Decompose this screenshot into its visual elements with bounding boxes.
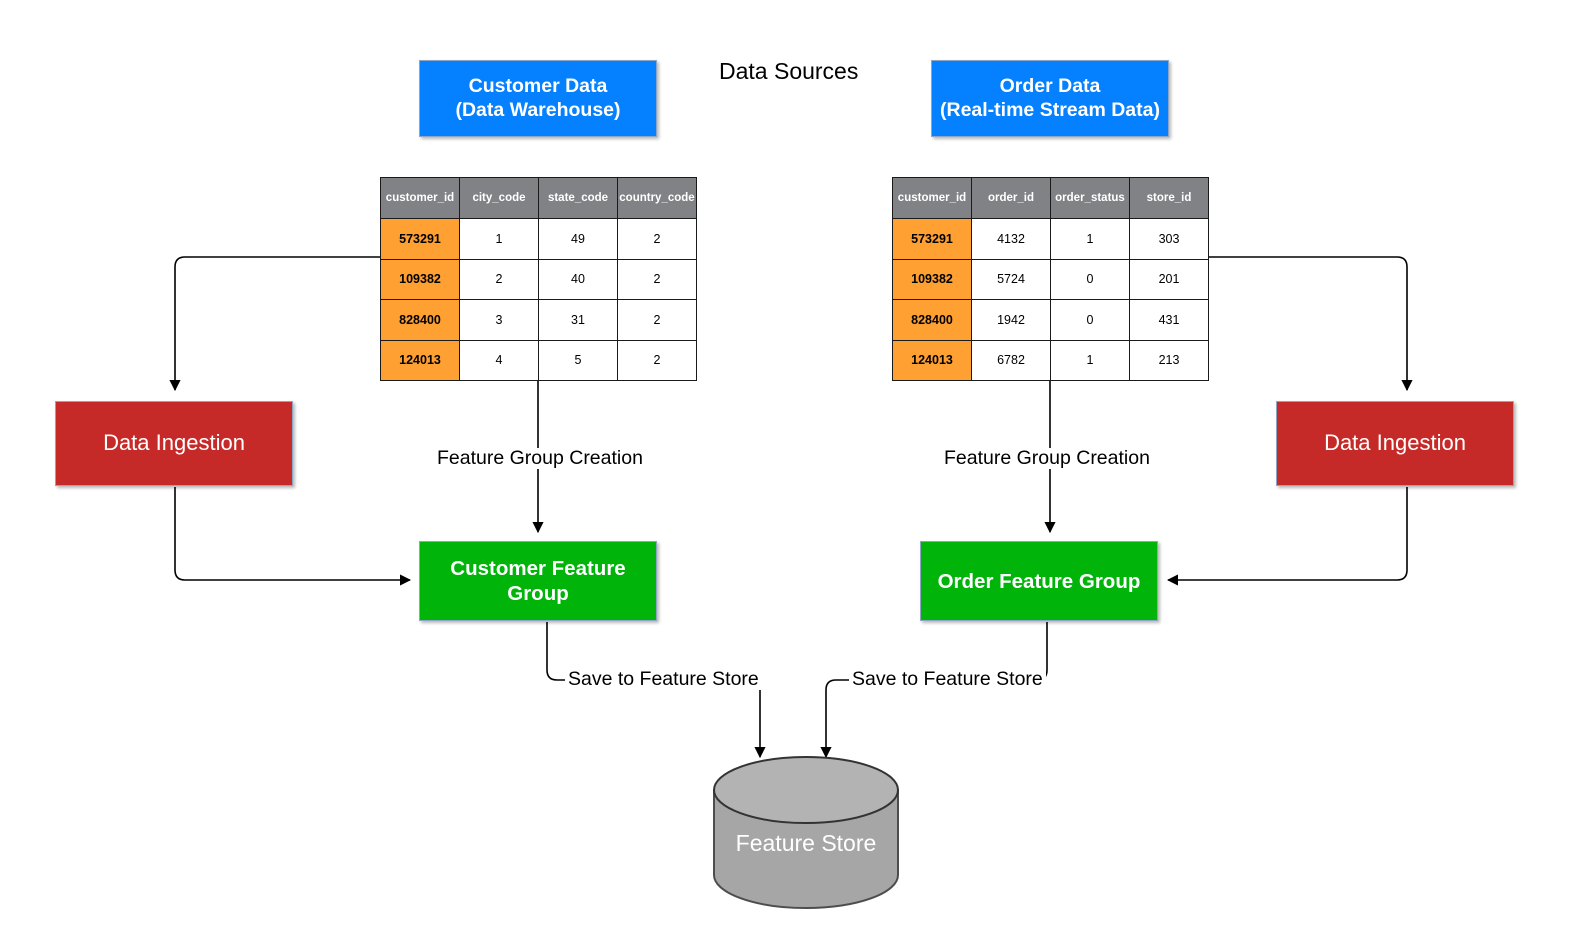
customer-feature-group[interactable]: Customer Feature Group: [419, 541, 657, 621]
order-table-cell-3-2: 1: [1050, 339, 1130, 381]
data-ingestion-right[interactable]: Data Ingestion: [1276, 401, 1514, 486]
table-row: 124013 4 5 2: [380, 339, 697, 381]
table-row: 828400 3 31 2: [380, 299, 697, 341]
order-table-col-1: order_id: [971, 177, 1051, 219]
table-row: 828400 1942 0 431: [892, 299, 1209, 341]
customer-table-col-1: city_code: [459, 177, 539, 219]
edge-customer-table-to-ingestion-left: [169, 256, 380, 392]
data-ingestion-left-label: Data Ingestion: [103, 430, 245, 456]
customer-table-cell-3-3: 2: [617, 339, 697, 381]
table-row: 109382 2 40 2: [380, 258, 697, 300]
customer-table-header-row: customer_id city_code state_code country…: [380, 177, 697, 219]
customer-table-cell-3-1: 4: [459, 339, 539, 381]
order-table-cell-0-2: 1: [1050, 218, 1130, 260]
edge-ingestion-right-to-order-fg: [1166, 487, 1408, 586]
customer-table-cell-0-1: 1: [459, 218, 539, 260]
order-table-cell-0-3: 303: [1129, 218, 1209, 260]
table-row: 124013 6782 1 213: [892, 339, 1209, 381]
customer-table-cell-0-0: 573291: [380, 218, 460, 260]
order-table-cell-3-3: 213: [1129, 339, 1209, 381]
customer-table-col-0: customer_id: [380, 177, 460, 219]
customer-table-col-3: country_code: [617, 177, 697, 219]
customer-table-col-2: state_code: [538, 177, 618, 219]
order-table-cell-1-1: 5724: [971, 258, 1051, 300]
customer-table-cell-1-2: 40: [538, 258, 618, 300]
edge-order-table-to-ingestion-right: [1208, 256, 1413, 392]
order-feature-group[interactable]: Order Feature Group: [920, 541, 1158, 621]
customer-table-cell-1-3: 2: [617, 258, 697, 300]
customer-table-cell-1-0: 109382: [380, 258, 460, 300]
order-table-cell-3-0: 124013: [892, 339, 972, 381]
order-table-header-row: customer_id order_id order_status store_…: [892, 177, 1209, 219]
customer-table-cell-0-3: 2: [617, 218, 697, 260]
order-table-cell-2-3: 431: [1129, 299, 1209, 341]
customer-table-cell-3-2: 5: [538, 339, 618, 381]
edge-label-feature-group-creation-right: Feature Group Creation: [941, 447, 1153, 470]
customer-table-cell-2-3: 2: [617, 299, 697, 341]
customer-data-source[interactable]: Customer Data (Data Warehouse): [419, 60, 657, 137]
customer-data-source-line1: Customer Data: [468, 74, 608, 97]
order-table-cell-3-1: 6782: [971, 339, 1051, 381]
order-table-cell-2-2: 0: [1050, 299, 1130, 341]
order-table-cell-0-0: 573291: [892, 218, 972, 260]
customer-table-cell-2-2: 31: [538, 299, 618, 341]
customer-table-cell-2-1: 3: [459, 299, 539, 341]
order-table-col-0: customer_id: [892, 177, 972, 219]
order-table: customer_id order_id order_status store_…: [892, 177, 1209, 381]
edge-label-feature-group-creation-left: Feature Group Creation: [434, 447, 646, 470]
table-row: 109382 5724 0 201: [892, 258, 1209, 300]
edge-label-save-right: Save to Feature Store: [849, 668, 1046, 691]
customer-table-cell-0-2: 49: [538, 218, 618, 260]
customer-feature-group-label: Customer Feature Group: [450, 557, 626, 605]
order-data-source[interactable]: Order Data (Real-time Stream Data): [931, 60, 1169, 137]
feature-store-label: Feature Store: [735, 830, 877, 856]
customer-table-cell-2-0: 828400: [380, 299, 460, 341]
table-row: 573291 1 49 2: [380, 218, 697, 260]
diagram-title: Data Sources: [719, 58, 859, 84]
order-table-cell-1-2: 0: [1050, 258, 1130, 300]
edge-ingestion-left-to-customer-fg: [174, 487, 412, 586]
edge-label-save-left: Save to Feature Store: [565, 668, 762, 691]
order-table-col-3: store_id: [1129, 177, 1209, 219]
order-feature-group-label: Order Feature Group: [937, 569, 1141, 593]
data-ingestion-right-label: Data Ingestion: [1324, 430, 1466, 456]
order-table-cell-1-0: 109382: [892, 258, 972, 300]
customer-table-cell-3-0: 124013: [380, 339, 460, 381]
order-table-col-2: order_status: [1050, 177, 1130, 219]
customer-table-cell-1-1: 2: [459, 258, 539, 300]
order-table-cell-1-3: 201: [1129, 258, 1209, 300]
feature-store-cylinder-shape: [713, 756, 899, 909]
table-row: 573291 4132 1 303: [892, 218, 1209, 260]
order-data-source-line1: Order Data: [999, 74, 1101, 97]
order-table-cell-2-1: 1942: [971, 299, 1051, 341]
order-table-cell-2-0: 828400: [892, 299, 972, 341]
order-table-cell-0-1: 4132: [971, 218, 1051, 260]
customer-data-source-line2: (Data Warehouse): [455, 98, 621, 121]
data-ingestion-left[interactable]: Data Ingestion: [55, 401, 293, 486]
order-data-source-line2: (Real-time Stream Data): [940, 98, 1160, 121]
customer-table: customer_id city_code state_code country…: [380, 177, 697, 381]
